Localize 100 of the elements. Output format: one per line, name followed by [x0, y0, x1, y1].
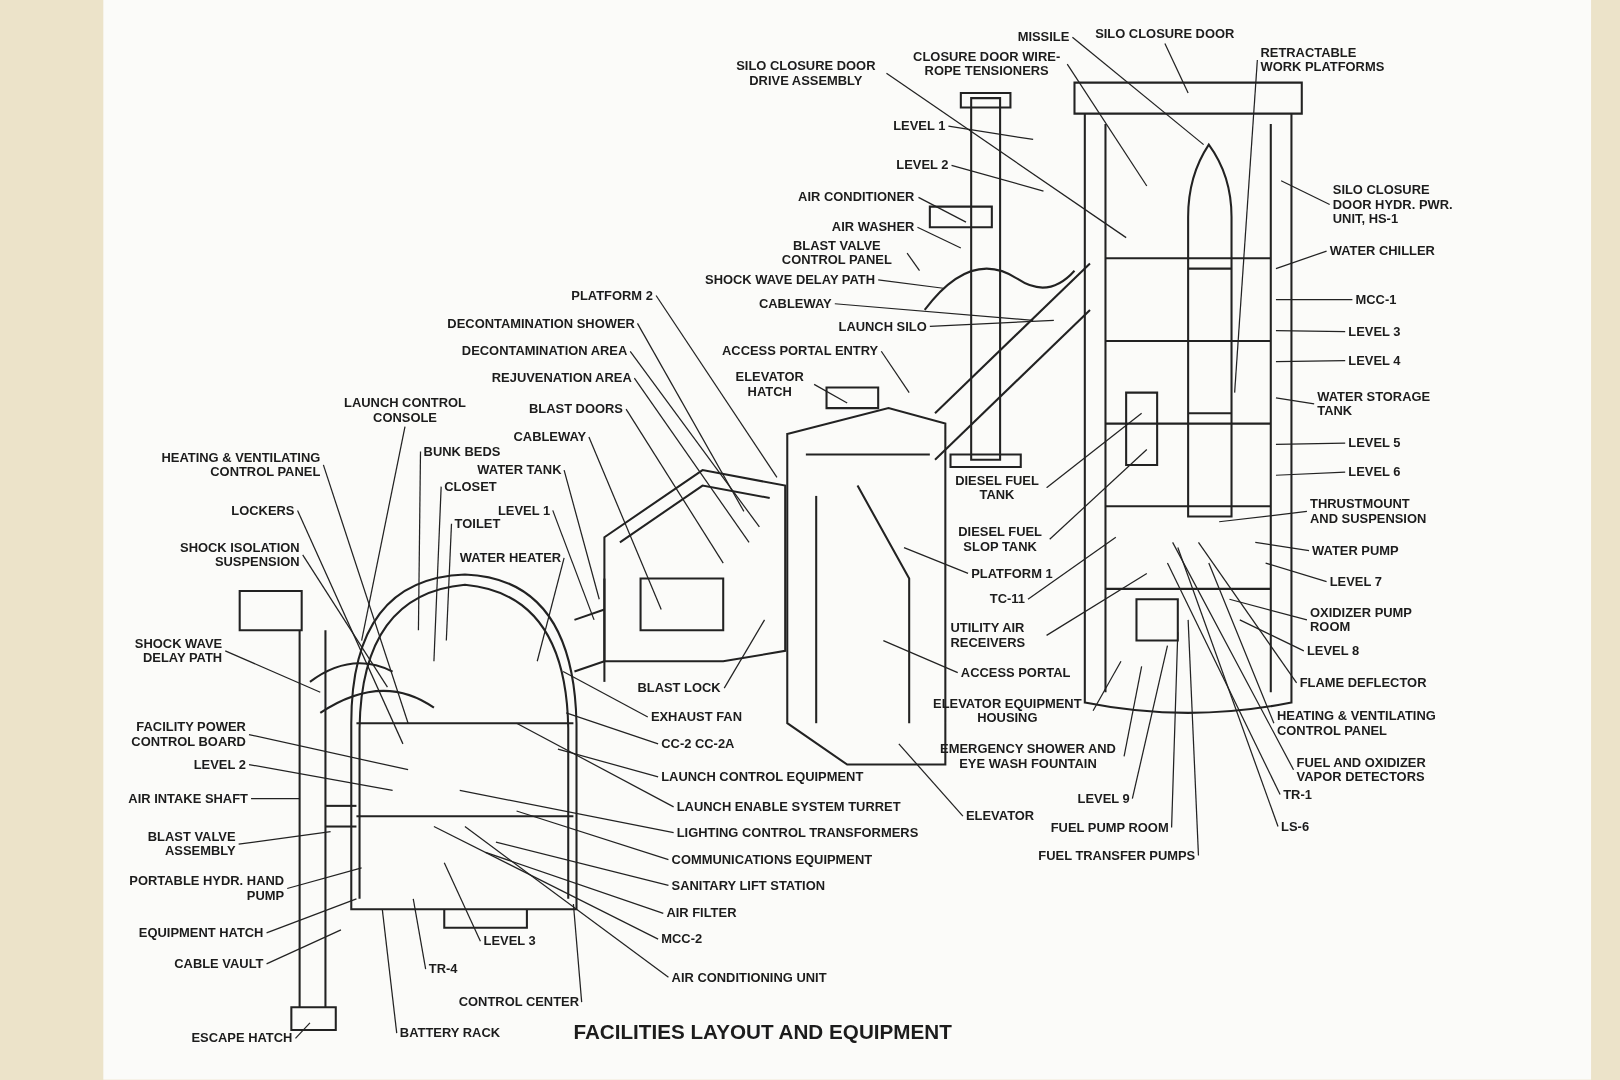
part-label: LAUNCH CONTROL CONSOLE [337, 395, 473, 425]
leader-line [459, 789, 675, 834]
leader-line [1280, 180, 1331, 206]
part-label: ACCESS PORTAL [960, 665, 1071, 680]
part-label: WATER STORAGE TANK [1317, 389, 1442, 419]
part-label: AIR FILTER [666, 906, 737, 921]
part-label: TOILET [454, 516, 501, 532]
part-label: PLATFORM 2 [571, 288, 653, 303]
part-label: BLAST VALVE ASSEMBLY [121, 829, 236, 859]
part-label: AIR INTAKE SHAFT [128, 791, 248, 806]
leader-line [903, 546, 969, 574]
part-label: OXIDIZER PUMP ROOM [1310, 605, 1424, 635]
part-label: SILO CLOSURE DOOR DRIVE ASSEMBLY [728, 58, 884, 88]
part-label: LEVEL 1 [498, 503, 551, 518]
part-label: AIR WASHER [831, 220, 915, 235]
leader-line [1197, 541, 1298, 684]
leader-line [947, 125, 1034, 141]
part-label: SHOCK ISOLATION SUSPENSION [165, 540, 300, 570]
part-label: REJUVENATION AREA [491, 370, 632, 386]
leader-line [433, 825, 659, 940]
leader-line [885, 72, 1127, 239]
part-label: LEVEL 6 [1348, 464, 1401, 480]
leader-line [1066, 63, 1148, 187]
part-label: LIGHTING CONTROL TRANSFORMERS [676, 825, 919, 840]
leader-line [1166, 562, 1281, 796]
leader-line [1228, 598, 1308, 621]
leader-line [294, 1022, 311, 1039]
leader-line [1123, 665, 1143, 757]
leader-line [898, 743, 964, 817]
part-label: LAUNCH CONTROL EQUIPMENT [661, 769, 864, 785]
leader-line [1171, 631, 1179, 829]
part-label: ELEVATOR HATCH [728, 369, 812, 399]
part-label: TR-4 [428, 961, 458, 977]
part-label: AIR CONDITIONING UNIT [671, 970, 827, 985]
part-label: HEATING & VENTILATING CONTROL PANEL [144, 450, 321, 480]
leader-line [1275, 442, 1346, 445]
leader-line [433, 486, 442, 662]
leader-line [1275, 299, 1354, 301]
part-label: MCC-2 [661, 931, 703, 947]
leader-line [248, 763, 394, 791]
part-label: LOCKERS [231, 503, 295, 518]
part-label: TC-11 [989, 592, 1025, 607]
part-label: DIESEL FUEL SLOP TANK [953, 524, 1047, 554]
leader-line [565, 712, 659, 745]
leader-line [302, 554, 389, 688]
leader-line [464, 825, 670, 978]
leader-line [1045, 572, 1148, 636]
leader-line [929, 319, 1055, 328]
part-label: LS-6 [1281, 819, 1310, 834]
leader-line [1049, 448, 1148, 540]
leader-line [515, 810, 670, 861]
leader-line [557, 748, 659, 778]
leader-line [834, 303, 1034, 321]
part-label: LEVEL 2 [896, 158, 949, 173]
part-label: BATTERY RACK [399, 1025, 501, 1041]
leader-line [1254, 541, 1310, 552]
leader-line [633, 377, 750, 544]
part-label: WATER TANK [477, 462, 562, 478]
part-label: FLAME DEFLECTOR [1299, 675, 1427, 691]
leader-line [1275, 359, 1346, 363]
part-label: CC-2 CC-2A [661, 736, 735, 752]
part-label: BLAST VALVE CONTROL PANEL [769, 238, 904, 268]
leader-line [1239, 619, 1305, 652]
part-label: ELEVATOR [966, 808, 1035, 824]
leader-line [1275, 471, 1346, 476]
leader-line [880, 350, 910, 394]
leader-line [877, 279, 944, 289]
leader-line [248, 733, 409, 771]
part-label: LAUNCH SILO [838, 319, 927, 334]
leader-line [1177, 546, 1279, 828]
part-label: CLOSURE DOOR WIRE-ROPE TENSIONERS [909, 49, 1065, 79]
leader-line [1275, 250, 1328, 270]
part-label: UTILITY AIR RECEIVERS [950, 620, 1044, 650]
leader-line [1187, 619, 1200, 857]
leader-line [515, 722, 675, 808]
part-label: CABLEWAY [513, 429, 587, 445]
part-label: THRUSTMOUNT AND SUSPENSION [1310, 496, 1435, 526]
part-label: MISSILE [1017, 29, 1070, 45]
part-label: EQUIPMENT HATCH [138, 925, 264, 941]
part-label: DECONTAMINATION SHOWER [447, 316, 635, 331]
part-label: LAUNCH ENABLE SYSTEM TURRET [676, 799, 901, 815]
part-label: LEVEL 9 [1077, 791, 1130, 806]
leader-line [1092, 660, 1122, 712]
leader-line [296, 509, 404, 745]
leader-line [950, 164, 1045, 192]
part-label: MCC-1 [1355, 292, 1397, 307]
part-label: WATER HEATER [459, 550, 562, 566]
part-label: DECONTAMINATION AREA [461, 344, 628, 359]
part-label: LEVEL 3 [1348, 324, 1401, 339]
leader-line [322, 464, 409, 724]
leader-line [1071, 36, 1205, 146]
leader-line [484, 851, 664, 914]
leader-line [417, 450, 422, 631]
leader-line [723, 619, 766, 689]
leader-line [655, 294, 778, 478]
leader-line [1275, 330, 1346, 333]
part-label: LEVEL 3 [483, 934, 536, 949]
leader-line [1172, 541, 1295, 771]
part-label: LEVEL 1 [893, 118, 946, 134]
leader-line [636, 322, 745, 513]
